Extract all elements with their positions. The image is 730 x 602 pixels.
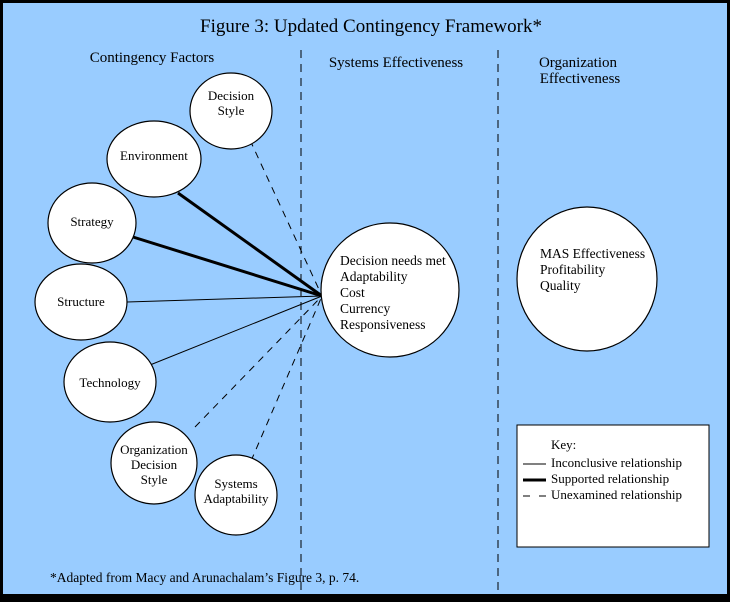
node-label-org-decision-style: Decision (131, 457, 178, 472)
systems-effectiveness-item: Currency (340, 301, 390, 316)
node-shape-strategy (47, 182, 137, 264)
connector-org-decision-style-unexamined (194, 295, 323, 428)
node-organization-effectiveness (516, 206, 658, 352)
contingency-factor-nodes: DecisionStyleEnvironmentStrategyStructur… (34, 72, 278, 536)
node-environment: Environment (106, 120, 202, 198)
node-shape-technology (63, 341, 157, 423)
node-shape-org-decision-style (110, 421, 198, 505)
node-label-structure: Structure (57, 294, 105, 309)
connector-strategy-supported (132, 235, 323, 298)
key-legend: Key: Inconclusive relationship Supported… (516, 424, 710, 548)
node-shape-environment (106, 120, 202, 198)
key-title: Key: (551, 437, 576, 452)
connector-lines (126, 139, 323, 462)
header-contingency-factors: Contingency Factors (90, 50, 215, 66)
node-structure: Structure (34, 263, 128, 341)
node-technology: Technology (63, 341, 157, 423)
node-systems-effectiveness (320, 222, 460, 358)
node-strategy: Strategy (47, 182, 137, 264)
node-label-technology: Technology (79, 375, 141, 390)
connector-structure-inconclusive (126, 295, 323, 303)
node-label-org-decision-style: Style (141, 472, 168, 487)
node-label-strategy: Strategy (70, 214, 114, 229)
systems-effectiveness-item: Decision needs met (340, 253, 446, 268)
node-label-systems-adaptability: Systems (214, 476, 257, 491)
node-shape-decision-style (189, 72, 273, 150)
node-shape-structure (34, 263, 128, 341)
connector-technology-inconclusive (144, 295, 323, 368)
connector-systems-adaptability-unexamined (250, 295, 323, 462)
key-label-inconclusive: Inconclusive relationship (551, 455, 682, 470)
organization-effectiveness-item: Profitability (540, 262, 605, 277)
systems-effectiveness-items: Decision needs metAdaptabilityCostCurren… (340, 253, 446, 332)
header-organization-effectiveness-line2: Effectiveness (540, 71, 621, 87)
key-box (516, 424, 710, 548)
organization-effectiveness-item: MAS Effectiveness (540, 246, 645, 261)
node-shape-systems-adaptability (194, 454, 278, 536)
footnote: *Adapted from Macy and Arunachalam’s Fig… (50, 570, 359, 585)
organization-effectiveness-item: Quality (540, 278, 581, 293)
node-label-org-decision-style: Organization (120, 442, 188, 457)
node-label-decision-style: Style (218, 103, 245, 118)
key-label-supported: Supported relationship (551, 471, 669, 486)
systems-effectiveness-item: Cost (340, 285, 365, 300)
systems-effectiveness-item: Responsiveness (340, 317, 426, 332)
figure-title: Figure 3: Updated Contingency Framework* (200, 16, 542, 37)
key-label-unexamined: Unexamined relationship (551, 487, 682, 502)
connector-environment-supported (177, 191, 323, 298)
header-systems-effectiveness: Systems Effectiveness (329, 55, 463, 71)
node-label-environment: Environment (120, 148, 188, 163)
connector-decision-style-unexamined (249, 139, 323, 297)
node-label-systems-adaptability: Adaptability (204, 491, 269, 506)
node-label-decision-style: Decision (208, 88, 255, 103)
systems-effectiveness-item: Adaptability (340, 269, 408, 284)
header-organization-effectiveness-line1: Organization (539, 55, 618, 71)
